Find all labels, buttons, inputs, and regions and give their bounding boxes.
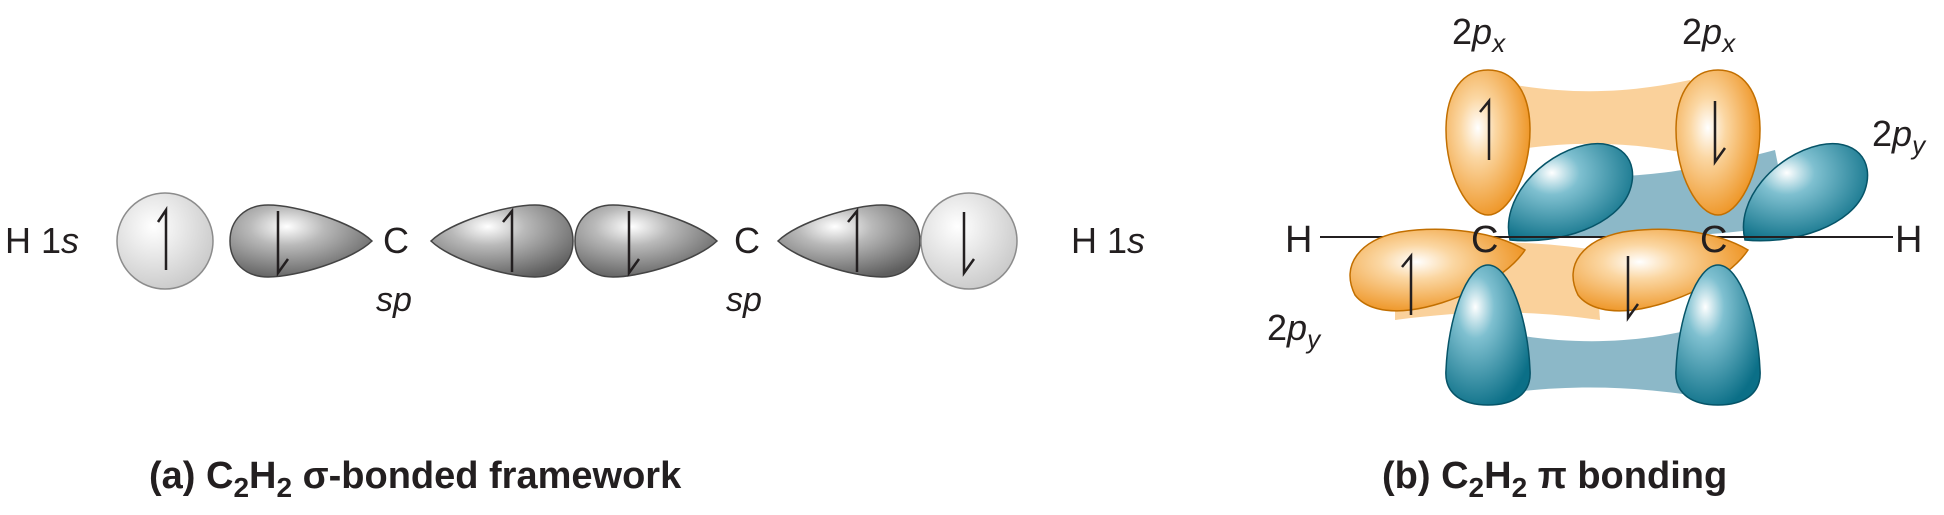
sp-label-left: sp bbox=[376, 281, 412, 319]
px-pi-overlap-top bbox=[1485, 80, 1695, 155]
pz-orbital-lobe-bottom-left bbox=[1445, 264, 1531, 406]
spin-up-arrow bbox=[156, 205, 168, 270]
pz-orbital-lobe-bottom-right bbox=[1675, 264, 1761, 406]
label-2px-left: 2px bbox=[1452, 11, 1506, 58]
sp-orbital-right-c-toward-c bbox=[574, 204, 719, 278]
spin-down-arrow bbox=[962, 212, 976, 277]
panel-b-pi-bonding: H C C H 2px 2px 2py 2py (b) C2H2 π bondi… bbox=[1267, 11, 1933, 503]
panel-a-sigma-framework: H 1s C sp C sp H 1s (a) C2H2 σ-b bbox=[5, 192, 1145, 503]
spin-up-arrow bbox=[1401, 252, 1413, 315]
h-label-right: H bbox=[1895, 219, 1922, 261]
spin-up-arrow bbox=[847, 207, 859, 272]
c-label-left: C bbox=[383, 220, 409, 261]
c-label-right: C bbox=[1700, 219, 1727, 261]
spin-down-arrow bbox=[276, 211, 290, 277]
c-label-right: C bbox=[734, 220, 760, 261]
py-orbital-lobe-upper-right bbox=[1742, 142, 1869, 242]
label-2py-right: 2py bbox=[1872, 113, 1927, 160]
py-orbital-lobe-upper-left bbox=[1507, 142, 1634, 242]
label-2px-right: 2px bbox=[1682, 11, 1736, 58]
sp-label-right: sp bbox=[726, 281, 762, 319]
spin-up-arrow bbox=[502, 207, 514, 272]
spin-down-arrow bbox=[627, 211, 641, 277]
h-label-left: H bbox=[1285, 219, 1312, 261]
py-pi-overlap-bottom bbox=[1490, 330, 1690, 395]
px-orbital-lobe-top-right bbox=[1675, 69, 1761, 216]
label-2py-left: 2py bbox=[1267, 307, 1322, 354]
spin-up-arrow bbox=[1479, 97, 1491, 160]
py-orbital-lobe-lower-left bbox=[1349, 228, 1527, 312]
sp-orbital-right-c-toward-h bbox=[776, 204, 921, 278]
h1s-orbital-right bbox=[920, 192, 1018, 290]
h-label-left: H 1s bbox=[5, 220, 79, 261]
sp-orbital-left-c-toward-c bbox=[429, 204, 574, 278]
spin-down-arrow bbox=[1626, 256, 1640, 322]
caption-a: (a) C2H2 σ-bonded framework bbox=[149, 455, 682, 503]
c-label-left: C bbox=[1471, 219, 1498, 261]
spin-down-arrow bbox=[1713, 101, 1727, 166]
caption-b: (b) C2H2 π bonding bbox=[1382, 455, 1727, 503]
h-label-right: H 1s bbox=[1071, 220, 1145, 261]
sp-orbital-left-c-toward-h bbox=[229, 204, 374, 278]
